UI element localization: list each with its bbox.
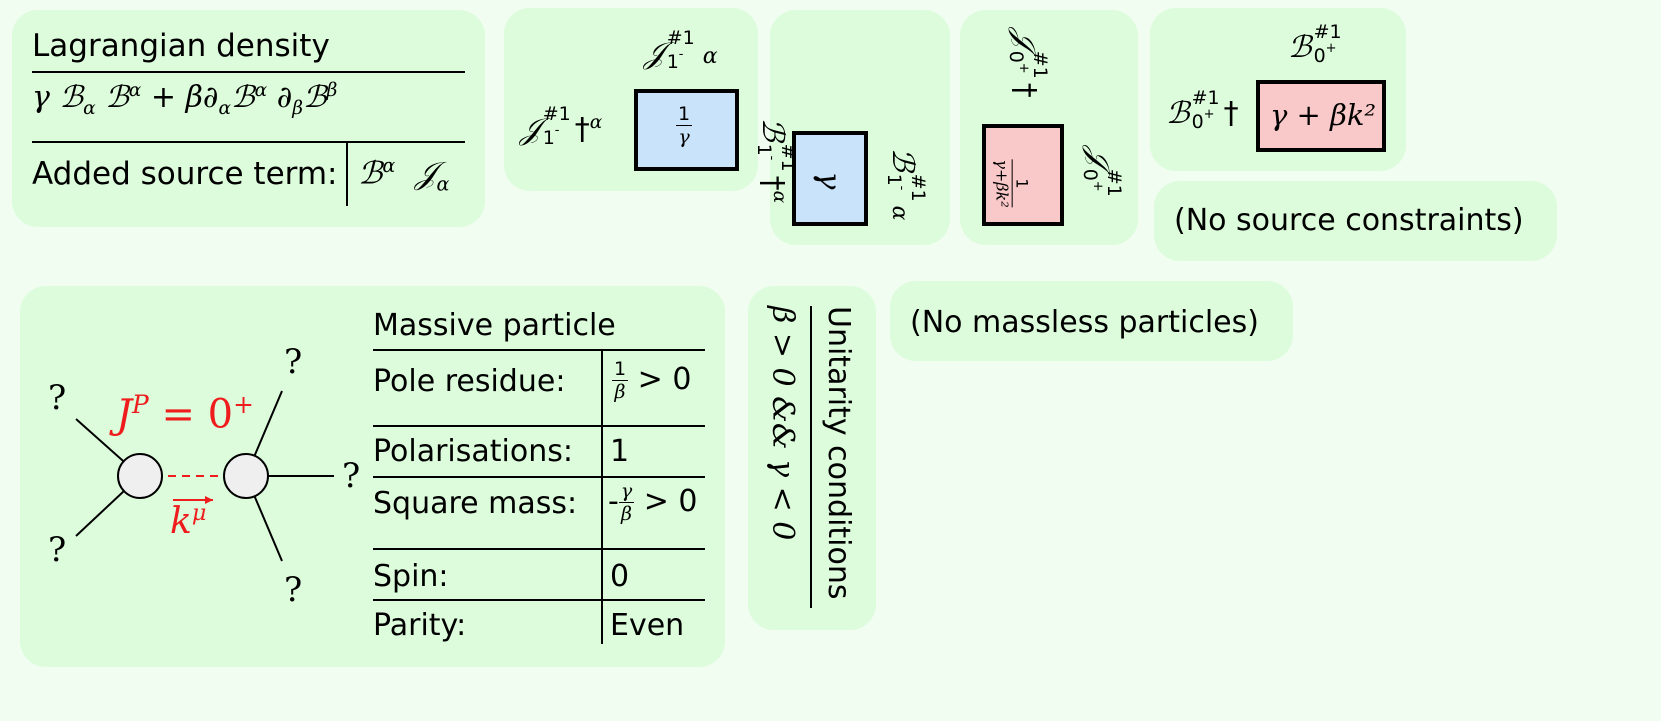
cell-fraction: 1 γ+βk² [992, 159, 1032, 208]
pole-residue-label: Pole residue: [373, 364, 566, 399]
momentum-label: kμ [170, 500, 207, 542]
lagrangian-expression: γ ℬα ℬα + β∂αℬα ∂βℬβ [32, 80, 338, 119]
column-label: 𝒥 #1 1- α [644, 26, 718, 73]
lagrangian-title: Lagrangian density [32, 28, 330, 64]
no-source-constraints-panel: (No source constraints) [1154, 181, 1557, 261]
matrix-cell-pink: γ + βk² [1256, 80, 1386, 152]
unitarity-conditions-title: Unitarity conditions [821, 306, 856, 600]
no-source-constraints-text: (No source constraints) [1174, 203, 1524, 238]
external-leg-label: ? [48, 378, 67, 418]
spin-label: Spin: [373, 559, 449, 594]
vertex-right [223, 453, 269, 499]
column-label-rotated: 𝒥 #1 0+ [1079, 146, 1126, 197]
polarisations-label: Polarisations: [373, 434, 573, 469]
table-rule [373, 599, 705, 601]
column-label: ℬ #1 0+ [1288, 20, 1342, 67]
block-j-0plus-panel: 𝒥 #1 0+ † 1 γ+βk² 𝒥 #1 0+ [960, 10, 1138, 245]
cell-fraction: 1 γ [676, 103, 693, 148]
block-j-1minus-panel: 𝒥 #1 1- α 𝒥 #1 1- †α 1 γ [504, 8, 758, 191]
parity-value: Even [610, 608, 685, 643]
external-leg-label: ? [284, 342, 303, 382]
spin-value: 0 [610, 559, 630, 594]
external-leg-label: ? [48, 530, 67, 570]
table-rule [373, 349, 705, 351]
unitarity-conditions-panel: Unitarity conditions β > 0 && γ < 0 [748, 286, 876, 630]
matrix-cell-pink: 1 γ+βk² [982, 124, 1064, 226]
massive-particle-panel: ? ? ? ? ? JP = 0+ kμ Massive particle Po… [20, 286, 725, 667]
no-massless-particles-panel: (No massless particles) [890, 281, 1293, 361]
parity-label: Parity: [373, 608, 467, 643]
table-rule [373, 548, 705, 550]
row-label-rotated: 𝒥 #1 0+ † [1005, 28, 1052, 98]
unitarity-rule [810, 306, 812, 608]
lagrangian-rule-mid [32, 141, 465, 143]
table-rule [373, 476, 705, 478]
unitarity-condition: β > 0 && γ < 0 [765, 306, 800, 541]
square-mass-label: Square mass: [373, 486, 578, 521]
source-term-label: Added source term: [32, 156, 338, 192]
row-label-rotated: ℬ #1 1- †α [753, 118, 800, 204]
massive-particle-title: Massive particle [373, 308, 616, 343]
source-term-expression: ℬα 𝒥α [358, 154, 450, 196]
row-label: 𝒥 #1 1- †α [520, 102, 603, 149]
block-b-1minus-panel: ℬ #1 1- †α γ ℬ #1 1- α [754, 10, 950, 245]
polarisations-value: 1 [610, 434, 630, 469]
lagrangian-rule-top [32, 71, 465, 73]
external-leg-label: ? [284, 570, 303, 610]
spin-parity-label: JP = 0+ [116, 390, 254, 438]
table-rule [373, 425, 705, 427]
row-label: ℬ #1 0+ † [1166, 86, 1239, 133]
matrix-cell-blue: 1 γ [634, 89, 739, 171]
column-label-rotated: ℬ #1 1- α [883, 148, 930, 221]
vertex-left [117, 453, 163, 499]
no-massless-particles-text: (No massless particles) [910, 305, 1259, 340]
feynman-diagram [75, 390, 334, 562]
external-leg-label: ? [342, 456, 361, 496]
table-divider [601, 349, 603, 644]
block-b-0plus-panel: ℬ #1 0+ ℬ #1 0+ † γ + βk² [1150, 8, 1406, 171]
source-term-divider [346, 143, 348, 206]
cell-value: γ + βk² [1270, 98, 1377, 132]
lagrangian-panel: Lagrangian density γ ℬα ℬα + β∂αℬα ∂βℬβ … [12, 10, 485, 227]
matrix-cell-blue: γ [792, 131, 868, 226]
cell-value: γ [811, 171, 847, 190]
